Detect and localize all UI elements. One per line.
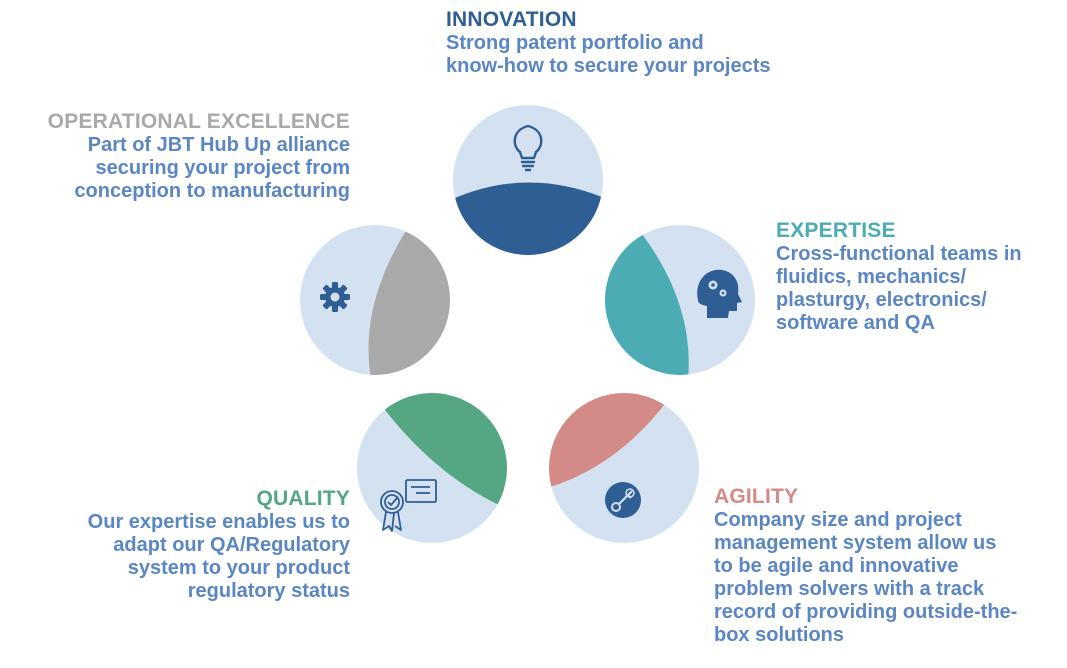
lightbulb-icon [513,124,543,172]
quality-circle [357,393,507,543]
gear-icon [320,282,350,312]
head-gears-icon [697,269,742,318]
certificate-icon [380,479,437,532]
quality-description: Our expertise enables us to adapt our QA… [87,511,350,602]
operational-description: Part of JBT Hub Up alliance securing you… [74,134,350,202]
innovation-circle [453,105,603,255]
agility-title: AGILITY [714,485,799,508]
quality-block: QUALITY Our expertise enables us to adap… [0,487,350,603]
agility-circle [549,393,699,543]
expertise-description: Cross-functional teams in fluidics, mech… [776,243,1022,334]
operational-title: OPERATIONAL EXCELLENCE [47,110,350,133]
agility-block: AGILITY Company size and project managem… [714,485,1067,647]
operational-block: OPERATIONAL EXCELLENCE Part of JBT Hub U… [0,110,350,203]
agility-segment [549,393,699,490]
innovation-description: Strong patent portfolio and know-how to … [446,32,771,77]
agility-description: Company size and project management syst… [714,509,1018,646]
innovation-block: INNOVATION Strong patent portfolio and k… [446,8,866,78]
key-gear-icon [605,482,641,518]
quality-title: QUALITY [256,487,350,510]
expertise-title: EXPERTISE [776,219,896,242]
innovation-segment [453,182,603,255]
expertise-circle [605,225,755,375]
operational-circle [300,225,450,375]
expertise-block: EXPERTISE Cross-functional teams in flui… [776,219,1067,335]
innovation-title: INNOVATION [446,8,577,31]
